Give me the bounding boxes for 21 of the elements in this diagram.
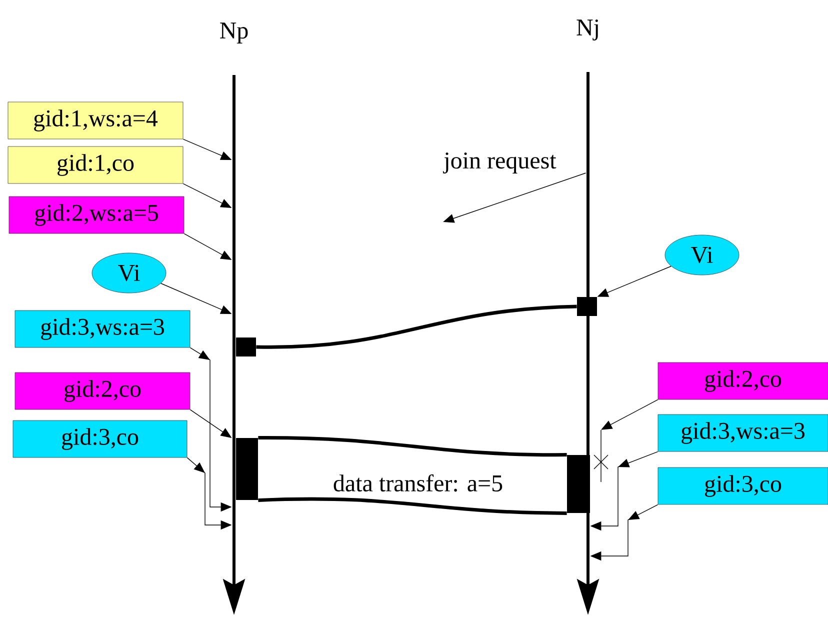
transfer-bar [236, 438, 258, 500]
connector [256, 304, 577, 349]
connector [258, 436, 567, 457]
message-box: gid:3,ws:a=3 [14, 310, 190, 348]
edge-label: join request [442, 152, 558, 174]
transfer-bar [567, 455, 590, 513]
transfer-label: data transfer: a=5 [334, 474, 502, 492]
message-box: gid:1,ws:a=4 [8, 102, 184, 140]
message-box: gid:2,ws:a=5 [8, 196, 184, 234]
message-box: gid:2,co [14, 372, 190, 410]
sync-square [236, 338, 256, 356]
node-label: Np [220, 22, 248, 44]
message-box: gid:3,ws:a=3 [658, 414, 828, 452]
message-box: gid:3,co [658, 467, 828, 505]
message-box: gid:1,co [8, 146, 184, 184]
arrow [601, 399, 658, 430]
node-label: Nj [576, 19, 598, 40]
lost-message-mark [594, 430, 608, 482]
message-box: gid:2,co [658, 362, 828, 400]
connector [258, 497, 567, 515]
message-box: gid:3,co [12, 420, 188, 458]
